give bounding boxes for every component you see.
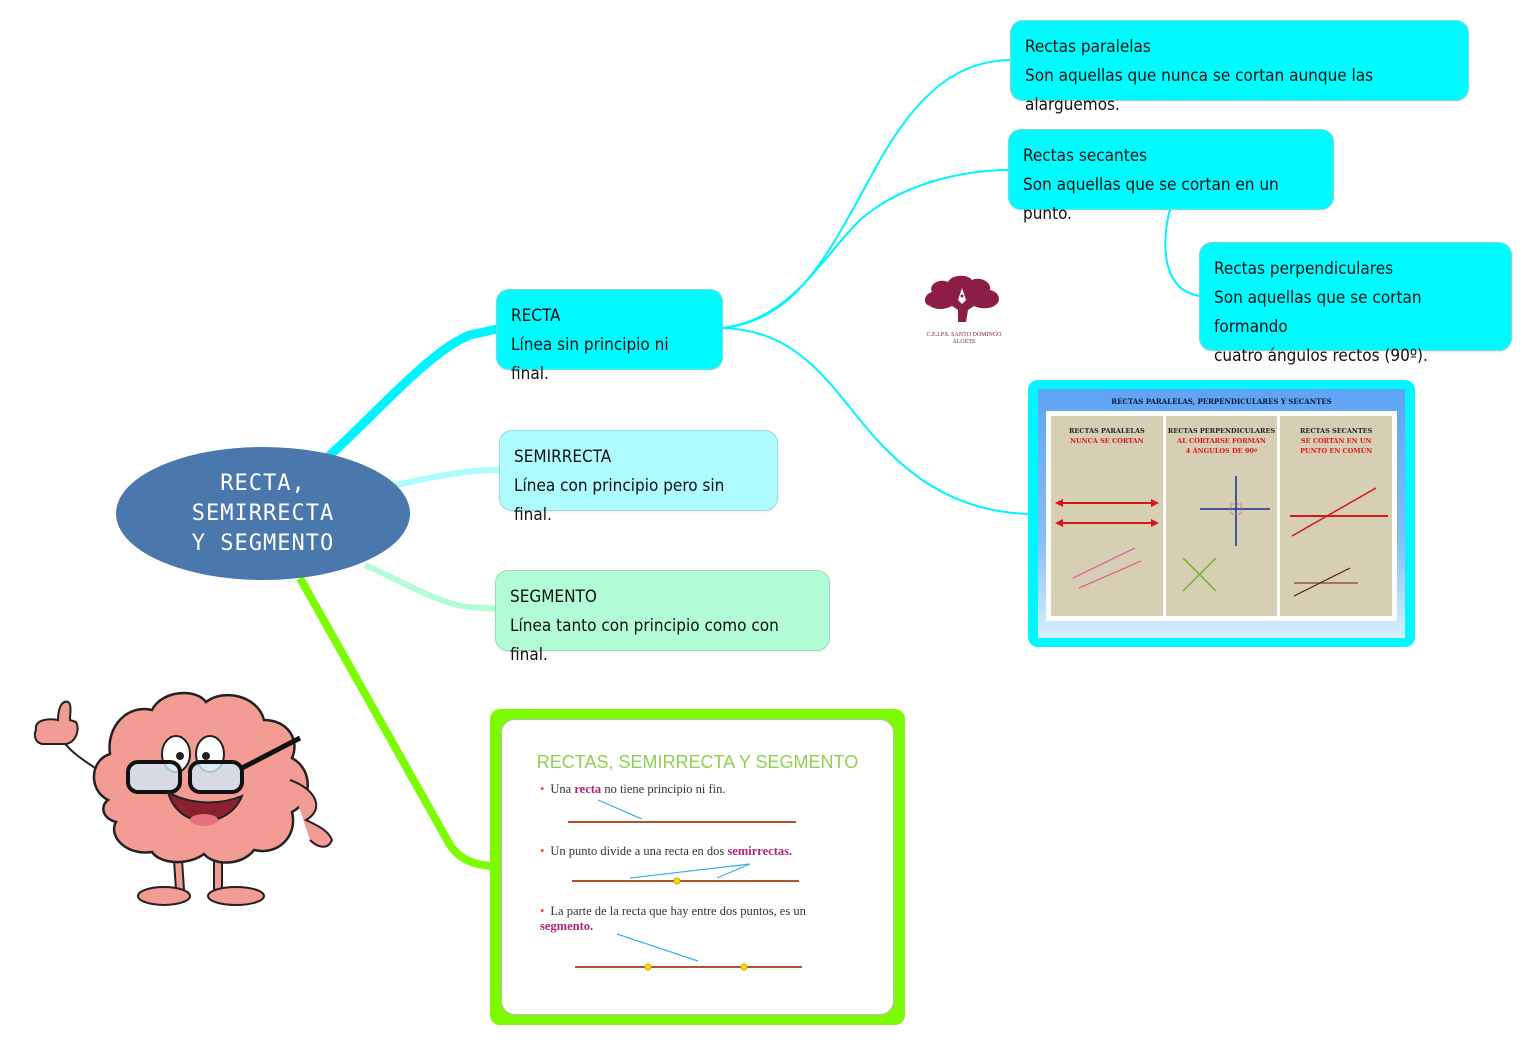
panel-heading: RECTAS PARALELAS (1068, 427, 1145, 435)
link-recta-image (721, 327, 1031, 515)
panel-subtext: NUNCA SE CORTAN (1070, 437, 1144, 445)
panel-heading: RECTAS SECANTES (1300, 427, 1373, 435)
slide-line-diagrams (568, 799, 802, 971)
slide-bullet: •La parte de la recta que hay entre dos … (540, 904, 806, 933)
panel-perpendiculares: RECTAS PERPENDICULARES AL CORTARSE FORMA… (1165, 416, 1278, 616)
secant-lines-icon (1290, 487, 1389, 597)
link-central-recta (325, 324, 502, 460)
link-central-slide (296, 576, 493, 870)
panel-heading: RECTAS PERPENDICULARES (1167, 427, 1276, 435)
topic-title: Rectas paralelas (1025, 37, 1151, 57)
topic-text: Línea sin principio ni final. (511, 335, 669, 384)
topic-semirrecta[interactable]: SEMIRRECTA Línea con principio pero sin … (499, 430, 778, 525)
central-topic-line: RECTA, (220, 470, 306, 496)
slide-title: RECTAS, SEMIRRECTA Y SEGMENTO (536, 752, 859, 772)
central-topic[interactable]: RECTA, SEMIRRECTA Y SEGMENTO (116, 447, 410, 580)
slide-bullet: •Una recta no tiene principio ni fin. (540, 782, 726, 796)
topic-text: Línea con principio pero sin final. (514, 476, 725, 525)
topic-title: SEGMENTO (510, 587, 597, 607)
topic-text: Línea tanto con principio como con final… (510, 616, 779, 665)
brain-mascot-icon (33, 691, 334, 906)
topic-title: Rectas secantes (1023, 146, 1148, 166)
topic-segmento[interactable]: SEGMENTO Línea tanto con principio como … (495, 570, 830, 665)
panel-subtext: PUNTO EN COMÚN (1300, 447, 1373, 455)
topic-rectas-paralelas[interactable]: Rectas paralelas Son aquellas que nunca … (1010, 20, 1469, 115)
link-recta-secantes (721, 169, 1011, 329)
panel-secantes: RECTAS SECANTES SE CORTAN EN UN PUNTO EN… (1280, 416, 1393, 616)
central-topic-line: SEMIRRECTA (191, 500, 335, 526)
topic-rectas-secantes[interactable]: Rectas secantes Son aquellas que se cort… (1008, 129, 1334, 224)
topic-text: cuatro ángulos rectos (90º). (1214, 346, 1428, 366)
panel-subtext: AL CORTARSE FORMAN (1177, 437, 1266, 445)
topic-text: Son aquellas que se cortan en un punto. (1023, 175, 1279, 224)
perpendicular-lines-icon (1182, 476, 1270, 592)
panel-subtext: 4 ÁNGULOS DE 90º (1185, 447, 1258, 455)
link-central-segmento (363, 562, 498, 612)
image-rectas-paralelas-perpendiculares-secantes[interactable]: RECTAS PARALELAS, PERPENDICULARES Y SECA… (1028, 380, 1415, 647)
topic-text: Son aquellas que se cortan formando (1214, 288, 1422, 337)
logo-text-line: ALGETE (952, 339, 976, 345)
panel-subtext: SE CORTAN EN UN (1300, 437, 1372, 445)
topic-title: SEMIRRECTA (514, 447, 612, 467)
panel-paralelas: RECTAS PARALELAS NUNCA SE CORTAN (1051, 416, 1163, 616)
link-secantes-perpendiculares (1164, 208, 1201, 297)
topic-title: Rectas perpendiculares (1214, 259, 1394, 279)
tree-pen-icon (924, 275, 999, 322)
image-recta-semirrecta-segmento-slide[interactable]: RECTAS, SEMIRRECTA Y SEGMENTO •Una recta… (490, 709, 905, 1025)
link-central-semirrecta (394, 467, 501, 488)
image-title: RECTAS PARALELAS, PERPENDICULARES Y SECA… (1111, 397, 1332, 406)
central-topic-line: Y SEGMENTO (191, 530, 335, 556)
logo-text-line: C.E.I.P.S. SANTO DOMINGO (926, 332, 1002, 338)
topic-recta[interactable]: RECTA Línea sin principio ni final. (496, 289, 723, 384)
school-logo: C.E.I.P.S. SANTO DOMINGO ALGETE (918, 270, 1010, 346)
topic-title: RECTA (511, 306, 561, 326)
slide-bullet: •Un punto divide a una recta en dos semi… (540, 844, 793, 858)
topic-text: Son aquellas que nunca se cortan aunque … (1025, 66, 1374, 115)
topic-rectas-perpendiculares[interactable]: Rectas perpendiculares Son aquellas que … (1199, 242, 1512, 366)
parallel-lines-icon (1055, 499, 1159, 589)
